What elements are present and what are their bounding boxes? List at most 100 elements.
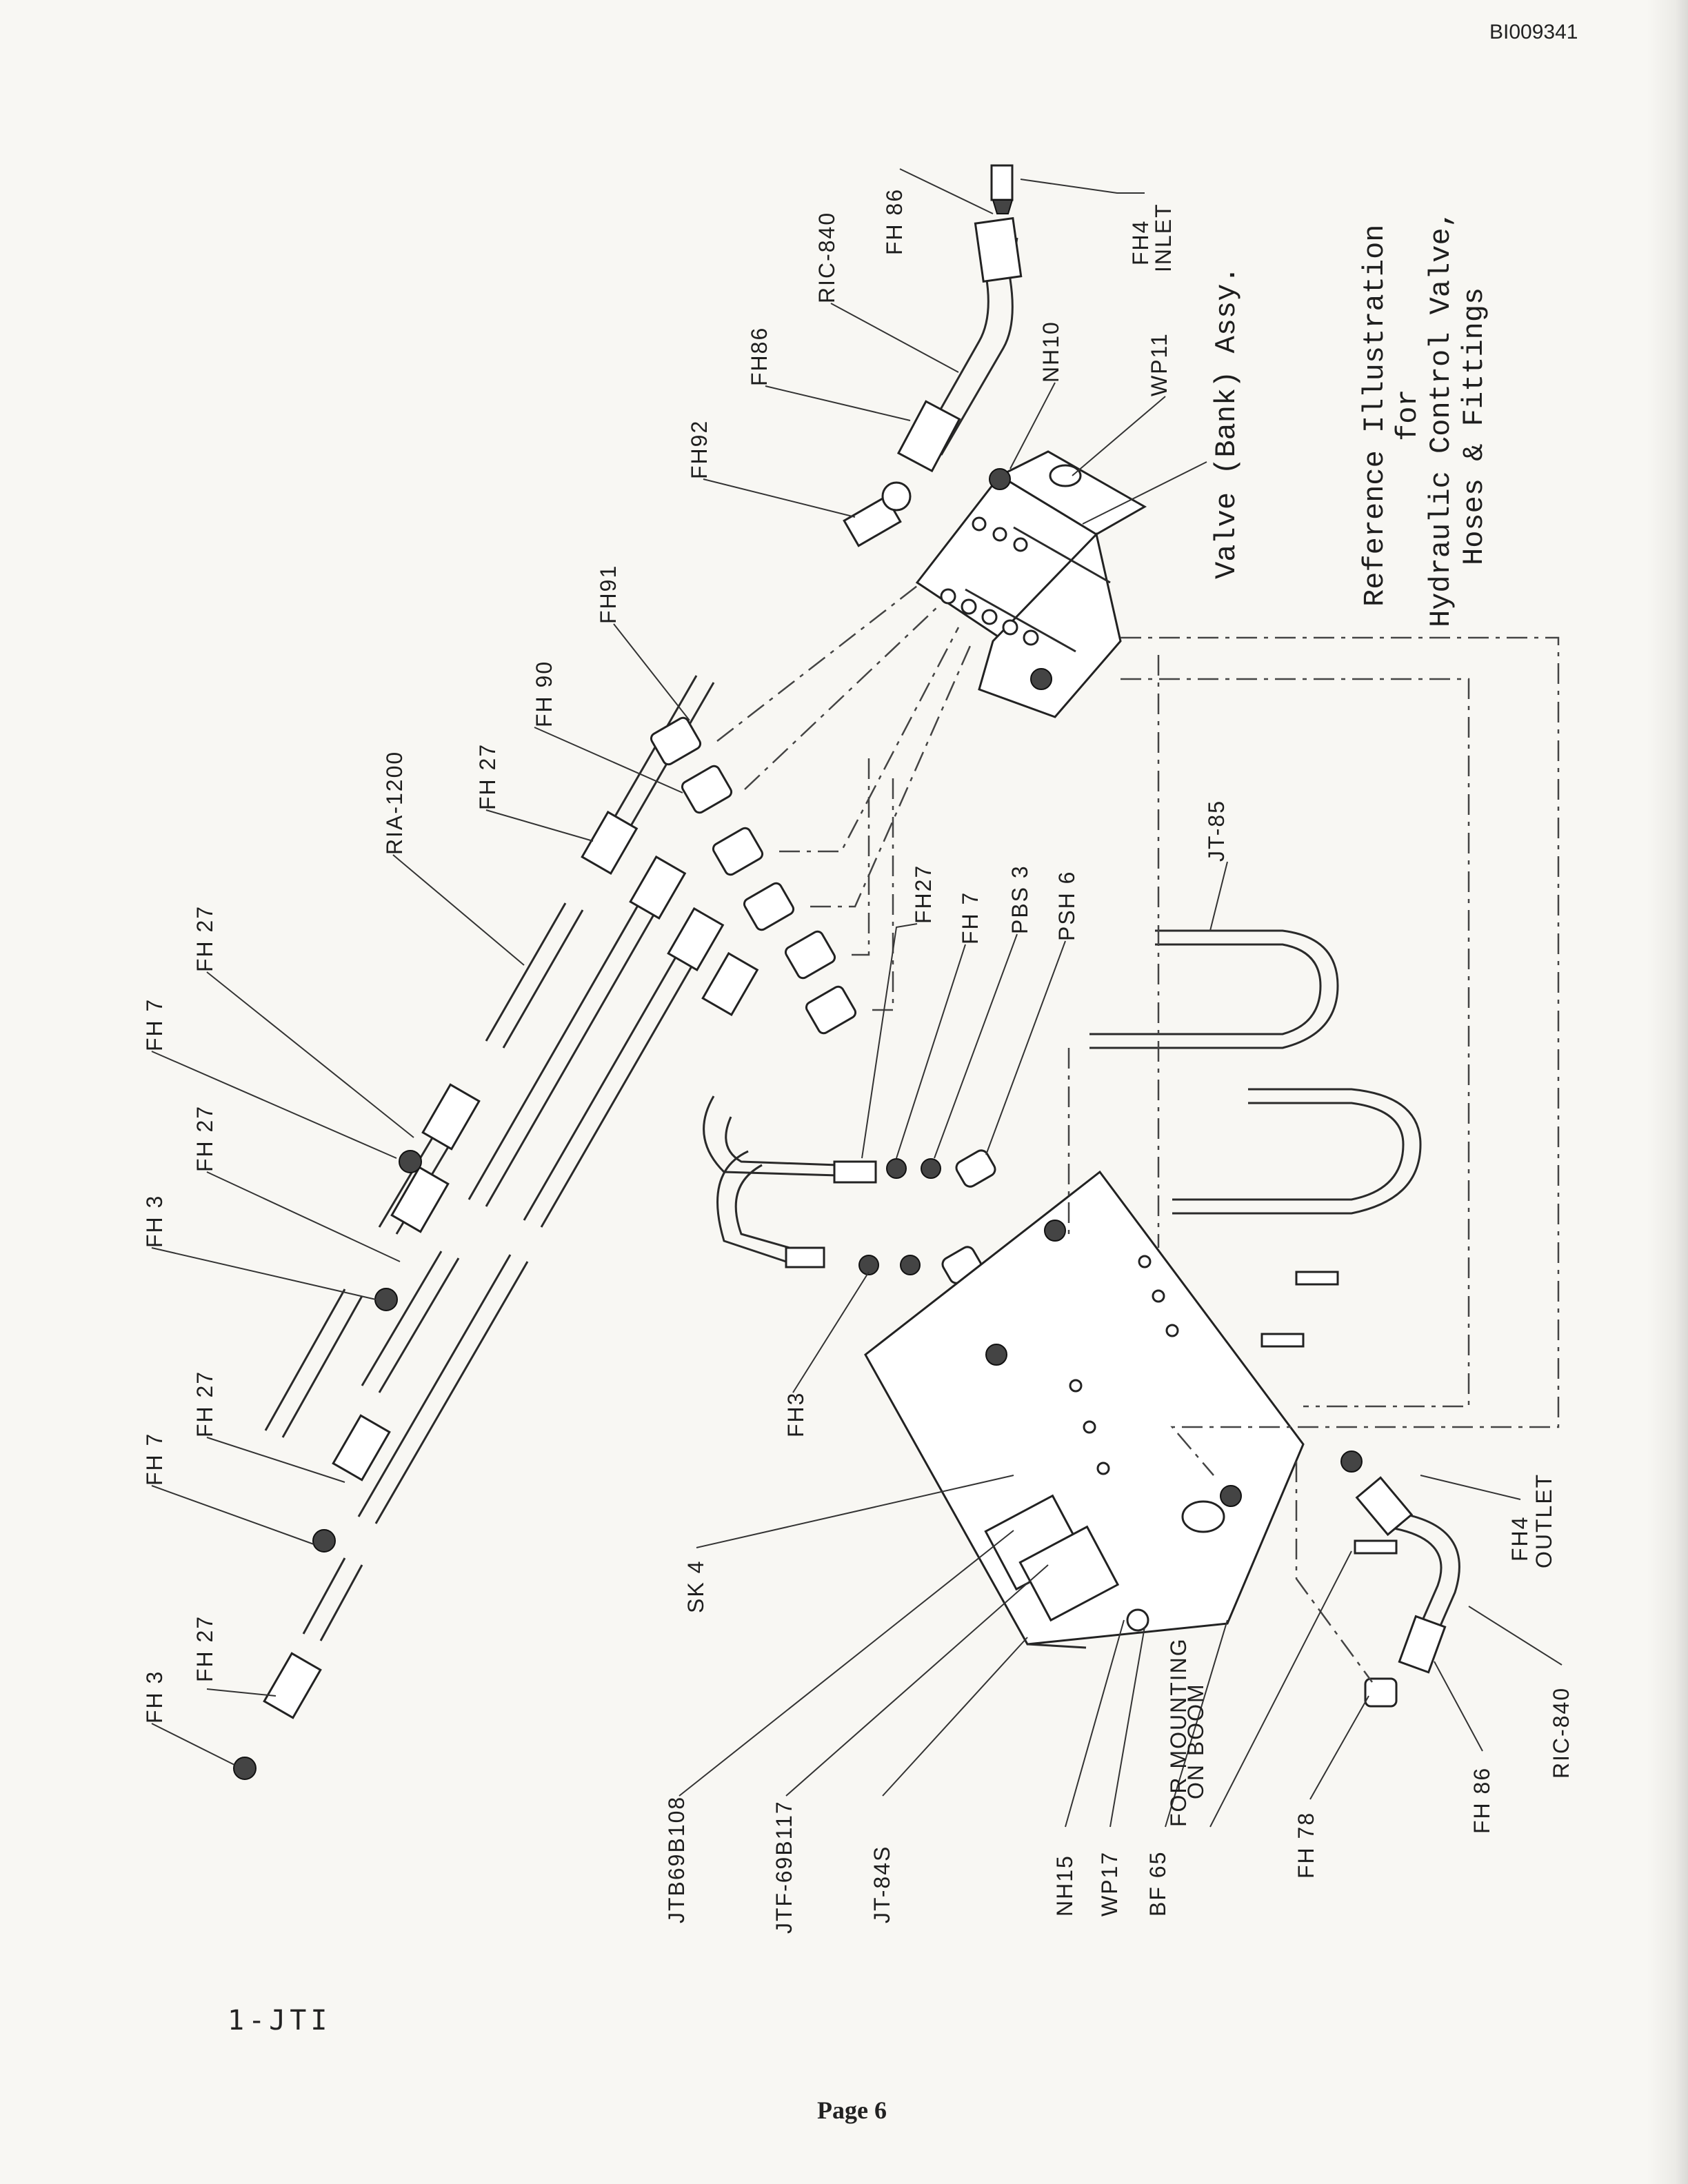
label-fh27-b: FH 27 xyxy=(192,1105,217,1172)
valve-port-5 xyxy=(1023,629,1039,646)
document-id: BI009341 xyxy=(1489,21,1578,43)
fh92-port xyxy=(881,481,912,512)
fh78-fitting xyxy=(1364,1677,1398,1708)
leader-fh86-bottom xyxy=(1434,1661,1483,1752)
routing-line-fh90 xyxy=(744,606,938,790)
leader-ric840-bottom xyxy=(1468,1606,1563,1666)
valve-port-7 xyxy=(992,527,1007,542)
title-line-2: for xyxy=(1391,389,1425,441)
title-block: Reference Illustration for Hydraulic Con… xyxy=(1210,210,1491,627)
wp17-washer xyxy=(1126,1608,1149,1632)
assembly-label: Valve (Bank) Assy. xyxy=(1210,266,1243,579)
long-hose-group xyxy=(233,675,857,1780)
label-fh3-b: FH 3 xyxy=(142,1670,167,1723)
routing-line-outer xyxy=(1121,636,1560,1476)
leader-psh6 xyxy=(985,940,1066,1155)
fh4-outlet-nut xyxy=(1340,1450,1363,1473)
plate-edge-line xyxy=(1027,1643,1087,1649)
label-fh27-mid: FH27 xyxy=(911,865,936,924)
routing-line-inner xyxy=(1121,678,1470,1408)
page-edge-shadow xyxy=(1647,0,1688,2184)
label-bf65: BF 65 xyxy=(1145,1851,1170,1917)
title-line-1: Reference Illustration xyxy=(1358,225,1391,607)
pbs3-short-fitting xyxy=(921,1158,941,1179)
leader-sk4 xyxy=(696,1475,1014,1548)
mounting-plate-assembly xyxy=(864,1170,1398,1649)
leader-wp11 xyxy=(1072,396,1166,476)
fh3-short-fitting-1 xyxy=(858,1255,879,1275)
hose-1-segment-b xyxy=(485,902,584,1049)
leader-fh86-top xyxy=(899,168,994,214)
routing-line-4 xyxy=(810,640,974,908)
valve-port-2 xyxy=(961,598,977,615)
jtf69b117-decal xyxy=(1018,1525,1120,1622)
leader-mounting xyxy=(1165,1619,1228,1828)
outlet-hose-body xyxy=(1385,1512,1460,1648)
label-mounting-line-2: ON BOOM xyxy=(1183,1683,1208,1799)
elbow-fitting-3 xyxy=(712,827,764,876)
plate-hole-6 xyxy=(1096,1462,1110,1475)
fh27-hose-end-2 xyxy=(629,855,687,920)
plate-hole-2 xyxy=(1152,1289,1165,1303)
hose-3-segment-c xyxy=(302,1557,363,1641)
label-outlet: OUTLET xyxy=(1531,1473,1556,1568)
label-wp11: WP11 xyxy=(1147,332,1172,396)
leader-valve-assy xyxy=(1082,461,1207,525)
leader-jtf69b117 xyxy=(785,1564,1049,1797)
leader-fh7-b xyxy=(151,1485,314,1545)
leader-fh7-mid xyxy=(896,944,966,1159)
fh3-short-end xyxy=(785,1246,825,1268)
label-fh7-a: FH 7 xyxy=(142,998,167,1051)
label-ria1200: RIA-1200 xyxy=(382,751,407,855)
elbow-fitting-5 xyxy=(784,930,836,980)
valve-port-3 xyxy=(981,609,998,625)
label-jtb69b108: JTB69B108 xyxy=(664,1796,689,1923)
nh15-nut-c xyxy=(1220,1485,1242,1507)
bf65-bolt xyxy=(1354,1539,1398,1555)
leader-lines xyxy=(151,168,1563,1828)
routing-line-6 xyxy=(872,772,894,1011)
leader-ria1200 xyxy=(392,854,525,966)
bolt-upper xyxy=(1295,1271,1339,1286)
bolt-middle xyxy=(1260,1333,1305,1348)
plate-hole-1 xyxy=(1138,1255,1152,1268)
nh10-nut xyxy=(989,468,1011,490)
fh91-elbow xyxy=(650,716,702,766)
fh27-hose-end-8 xyxy=(263,1652,322,1719)
hose-2-segment-a xyxy=(468,875,674,1207)
fh4-inlet-nut xyxy=(992,199,1014,214)
psh6-elbow xyxy=(955,1149,996,1188)
valve-bank-top-face xyxy=(997,450,1147,536)
fh7-fitting-a xyxy=(399,1150,422,1173)
plate-hole-3 xyxy=(1165,1324,1179,1337)
fh27-hose-end-1 xyxy=(581,810,639,875)
leader-wp17 xyxy=(1109,1626,1145,1828)
fh7-short-fitting xyxy=(886,1158,907,1179)
leader-fh27-c xyxy=(206,1437,345,1483)
label-fh90: FH 90 xyxy=(532,660,556,727)
leader-nh10 xyxy=(1009,382,1056,469)
routing-line-5 xyxy=(852,758,870,956)
page-number: Page 6 xyxy=(817,2096,887,2124)
label-fh27-d: FH 27 xyxy=(192,1615,217,1682)
label-fh4-outlet: FH4 xyxy=(1507,1516,1532,1561)
label-fh78: FH 78 xyxy=(1294,1812,1318,1879)
leader-fh7-a xyxy=(151,1051,397,1159)
leader-fh27-upper xyxy=(485,809,594,842)
leader-pbs3 xyxy=(934,933,1018,1159)
leader-nh15 xyxy=(1065,1619,1125,1828)
nh15-nut-a xyxy=(985,1344,1007,1366)
label-fh27-upper: FH 27 xyxy=(475,743,500,810)
leader-fh27-mid xyxy=(861,923,918,1159)
u-bolt-group xyxy=(1089,929,1422,1215)
fh86-upper-fitting xyxy=(896,400,961,473)
valve-port-4 xyxy=(1002,619,1018,636)
label-jtf69b117: JTF-69B117 xyxy=(772,1800,796,1934)
inlet-hose-outline-b xyxy=(940,237,1018,456)
jt85-u-bolt-1 xyxy=(1089,929,1339,1049)
valve-bank-lower-face xyxy=(978,532,1122,718)
valve-bank-assembly xyxy=(843,450,1147,718)
label-psh6: PSH 6 xyxy=(1054,871,1079,941)
leader-fh92 xyxy=(703,478,856,518)
